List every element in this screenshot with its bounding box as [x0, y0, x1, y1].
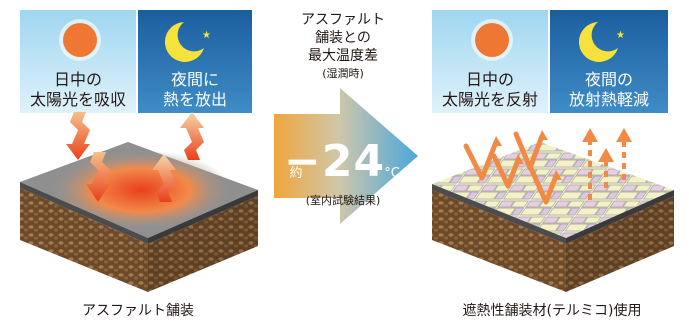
- approx-label: 約: [289, 166, 303, 181]
- right-caption: 遮熱性舗装材(テルミコ)使用: [462, 303, 642, 319]
- right-day-label-1: 日中の: [465, 70, 514, 89]
- middle-title-2: 舗装との: [315, 30, 371, 46]
- left-caption: アスファルト舗装: [82, 303, 194, 319]
- right-night-label-2: 放射熱軽減: [568, 90, 649, 109]
- moon-icon: ★: [578, 22, 624, 62]
- middle-note: (室内試験結果): [305, 194, 381, 207]
- middle-subtitle: (湿潤時): [322, 67, 364, 80]
- star-icon: ★: [202, 30, 210, 41]
- left-night-panel: [138, 10, 252, 113]
- heat-arrow-icon: [66, 112, 204, 202]
- sun-icon: [59, 19, 101, 61]
- big-arrow: [274, 88, 418, 224]
- left-night-label-1: 夜間に: [170, 70, 219, 89]
- unit-label: °C: [384, 166, 400, 181]
- temperature-value: −24: [284, 136, 386, 187]
- right-night-label-1: 夜間の: [584, 70, 633, 89]
- middle-title-3: 最大温度差: [308, 48, 378, 64]
- left-night-label-2: 熱を放出: [162, 90, 227, 109]
- reflect-arrow-icon: [463, 128, 632, 205]
- asphalt-block: [20, 142, 258, 292]
- star-icon: ★: [616, 30, 624, 41]
- right-day-label-2: 太陽光を反射: [441, 90, 538, 109]
- right-night-panel: [550, 10, 668, 113]
- sun-icon: [471, 19, 513, 61]
- left-day-label-2: 太陽光を吸収: [29, 90, 126, 109]
- left-day-label-1: 日中の: [53, 70, 102, 89]
- middle-title-1: アスファルト: [301, 12, 385, 28]
- moon-icon: ★: [164, 22, 210, 62]
